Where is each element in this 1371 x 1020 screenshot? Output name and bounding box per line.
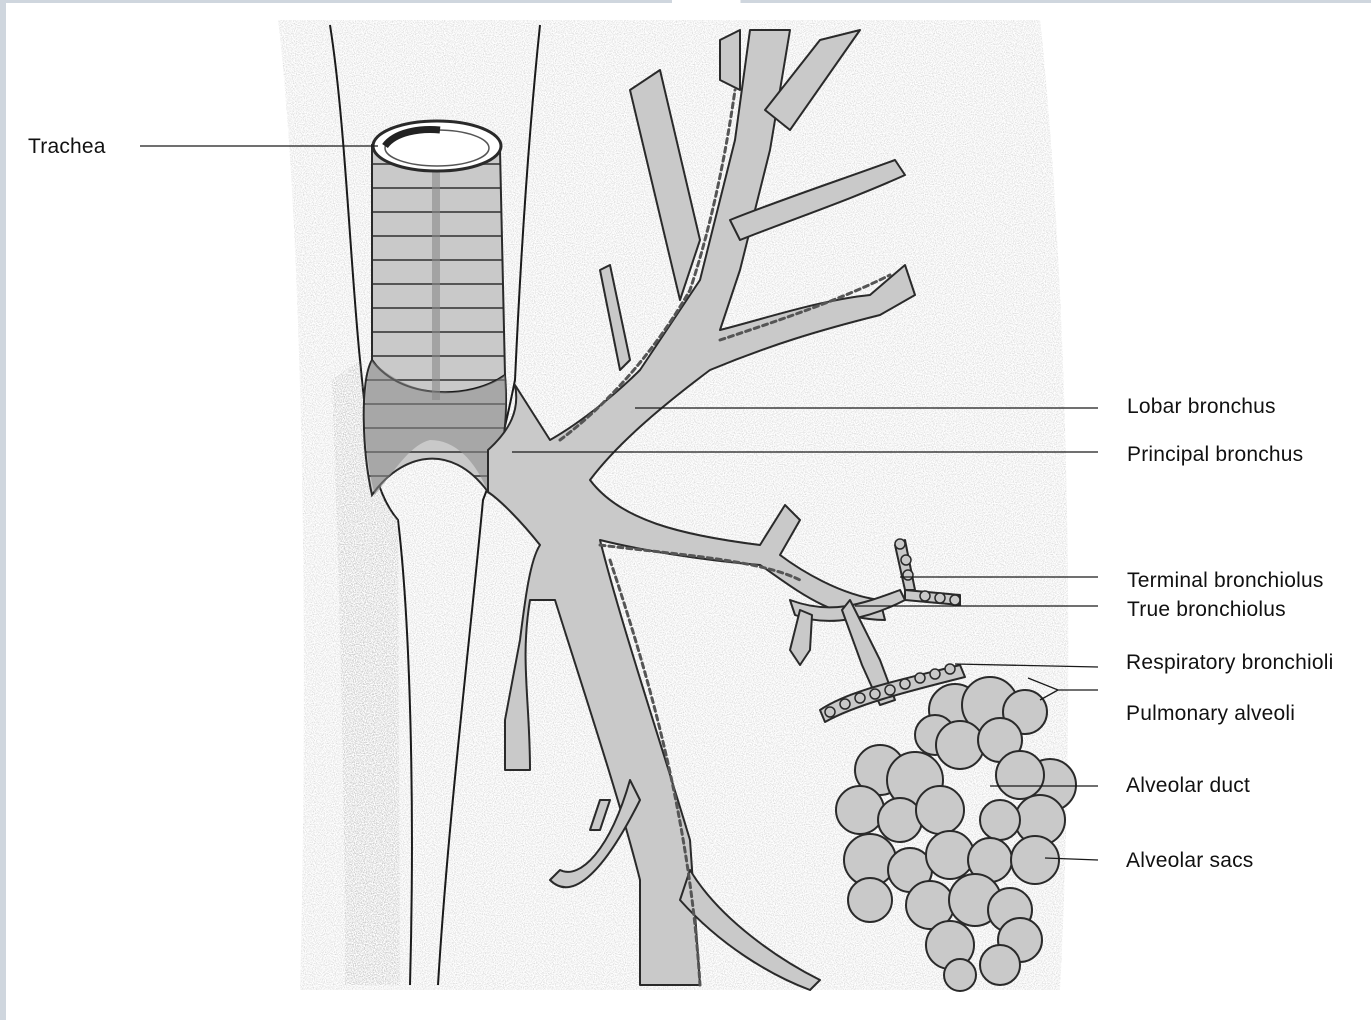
label-principal-bronchus: Principal bronchus xyxy=(1127,443,1303,466)
label-lobar-bronchus: Lobar bronchus xyxy=(1127,395,1276,418)
label-alveolar-sacs: Alveolar sacs xyxy=(1126,849,1253,872)
trachea xyxy=(364,121,506,495)
label-true-bronchiolus: True bronchiolus xyxy=(1127,598,1286,621)
label-terminal-bronchiolus: Terminal bronchiolus xyxy=(1127,569,1324,592)
label-respiratory-bronchioli: Respiratory bronchioli xyxy=(1126,651,1334,674)
label-pulmonary-alveoli: Pulmonary alveoli xyxy=(1126,702,1295,725)
label-alveolar-duct: Alveolar duct xyxy=(1126,774,1250,797)
label-trachea: Trachea xyxy=(28,135,106,158)
